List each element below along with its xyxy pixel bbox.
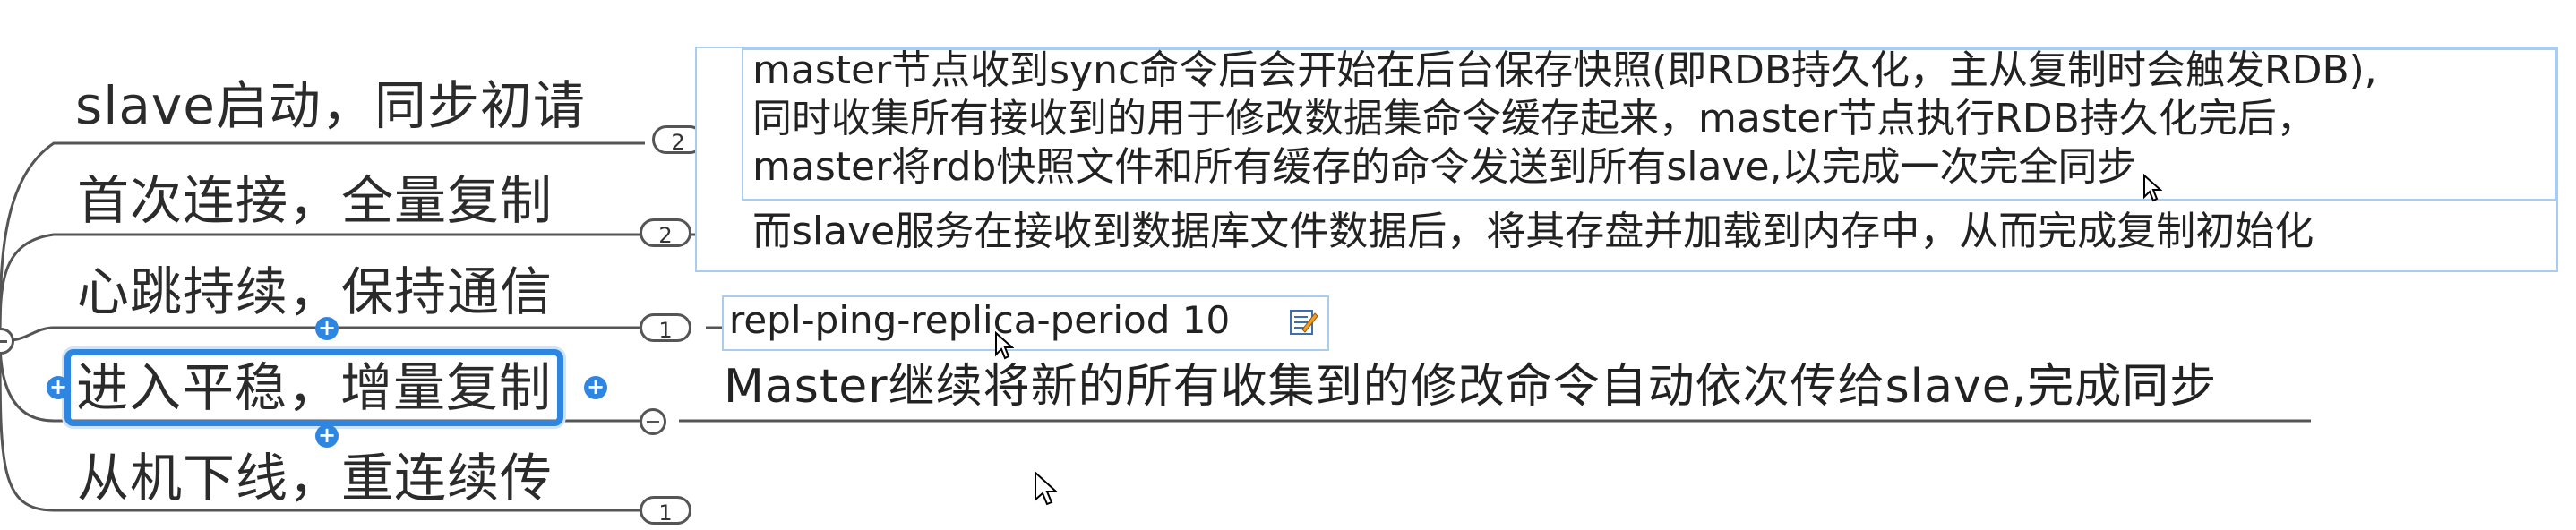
topic-offline-reconnect[interactable]: 从机下线，重连续传 bbox=[77, 448, 554, 509]
topic-slave-start[interactable]: slave启动，同步初请 bbox=[75, 75, 586, 136]
secondary-pointer-icon bbox=[995, 331, 1014, 360]
topic-incremental-sync-collapse-toggle[interactable] bbox=[640, 408, 666, 435]
full-sync-note-line-1: master节点收到sync命令后会开始在后台保存快照(即RDB持久化，主从复制… bbox=[752, 47, 2377, 93]
selection-handle-bottom[interactable]: + bbox=[315, 424, 339, 448]
full-sync-note-line-3: master将rdb快照文件和所有缓存的命令发送到所有slave,以完成一次完全… bbox=[752, 144, 2137, 190]
full-sync-note-line-4[interactable]: 而slave服务在接收到数据库文件数据后，将其存盘并加载到内存中，从而完成复制初… bbox=[752, 209, 2314, 254]
selection-handle-top[interactable]: + bbox=[315, 317, 339, 340]
topic-heartbeat[interactable]: 心跳持续，保持通信 bbox=[77, 261, 554, 322]
edit-note-icon[interactable] bbox=[1288, 306, 1318, 337]
full-sync-note-line-2: 同时收集所有接收到的用于修改数据集命令缓存起来，master节点执行RDB持久化… bbox=[752, 96, 2316, 141]
selection-handle-right[interactable]: + bbox=[584, 376, 607, 399]
topic-heartbeat-count-badge[interactable]: 1 bbox=[640, 313, 691, 343]
mouse-pointer-icon bbox=[1035, 471, 1059, 506]
topic-offline-reconnect-count-badge[interactable]: 1 bbox=[640, 496, 691, 526]
full-sync-step1-box[interactable] bbox=[742, 48, 2556, 201]
topic-incremental-sync[interactable]: 进入平稳，增量复制 bbox=[64, 349, 564, 426]
heartbeat-subtopic-box[interactable] bbox=[722, 295, 1329, 351]
topic-first-connect-count-badge[interactable]: 2 bbox=[640, 218, 691, 248]
selection-handle-left[interactable]: + bbox=[47, 376, 70, 399]
incremental-sync-subtopic[interactable]: Master继续将新的所有收集到的修改命令自动依次传给slave,完成同步 bbox=[724, 360, 2218, 414]
topic-first-connect[interactable]: 首次连接，全量复制 bbox=[77, 170, 554, 231]
heartbeat-subtopic-label: repl-ping-replica-period 10 bbox=[729, 298, 1231, 342]
text-cursor-pointer-icon bbox=[2143, 174, 2162, 202]
